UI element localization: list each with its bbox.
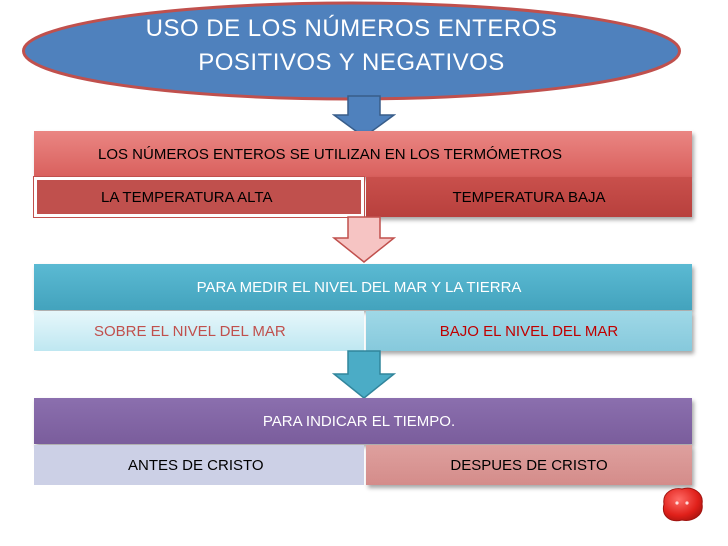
title-line-2: POSITIVOS Y NEGATIVOS (198, 49, 505, 76)
section-1-header-text: LOS NÚMEROS ENTEROS SE UTILIZAN EN LOS T… (98, 145, 562, 163)
section-3-left-text: ANTES DE CRISTO (128, 456, 264, 474)
down-arrow-2 (332, 216, 396, 263)
section-2-left-cell: SOBRE EL NIVEL DEL MAR (34, 311, 364, 351)
section-3-right-cell: DESPUES DE CRISTO (366, 445, 692, 485)
section-2-right-cell: BAJO EL NIVEL DEL MAR (366, 311, 692, 351)
red-blob-button[interactable] (656, 484, 708, 524)
section-1-right-text: TEMPERATURA BAJA (452, 188, 606, 206)
down-arrow-1 (332, 95, 396, 138)
title-line-1: USO DE LOS NÚMEROS ENTEROS (145, 15, 558, 42)
section-1-left-cell: LA TEMPERATURA ALTA (33, 176, 365, 218)
section-3-left-cell: ANTES DE CRISTO (34, 445, 364, 485)
section-2-header: PARA MEDIR EL NIVEL DEL MAR Y LA TIERRA (34, 264, 692, 310)
title: USO DE LOS NÚMEROS ENTEROS POSITIVOS Y N… (20, 12, 683, 80)
section-2-header-text: PARA MEDIR EL NIVEL DEL MAR Y LA TIERRA (196, 278, 522, 296)
section-2-right-text: BAJO EL NIVEL DEL MAR (439, 322, 619, 340)
section-1-header: LOS NÚMEROS ENTEROS SE UTILIZAN EN LOS T… (34, 131, 692, 177)
section-2-left-text: SOBRE EL NIVEL DEL MAR (94, 322, 286, 340)
section-3-header-text: PARA INDICAR EL TIEMPO. (262, 412, 456, 430)
section-1-right-cell: TEMPERATURA BAJA (366, 177, 692, 217)
section-1-left-text: LA TEMPERATURA ALTA (101, 188, 273, 206)
down-arrow-3 (332, 350, 396, 399)
section-3-header: PARA INDICAR EL TIEMPO. (34, 398, 692, 444)
section-3-right-text: DESPUES DE CRISTO (450, 456, 608, 474)
